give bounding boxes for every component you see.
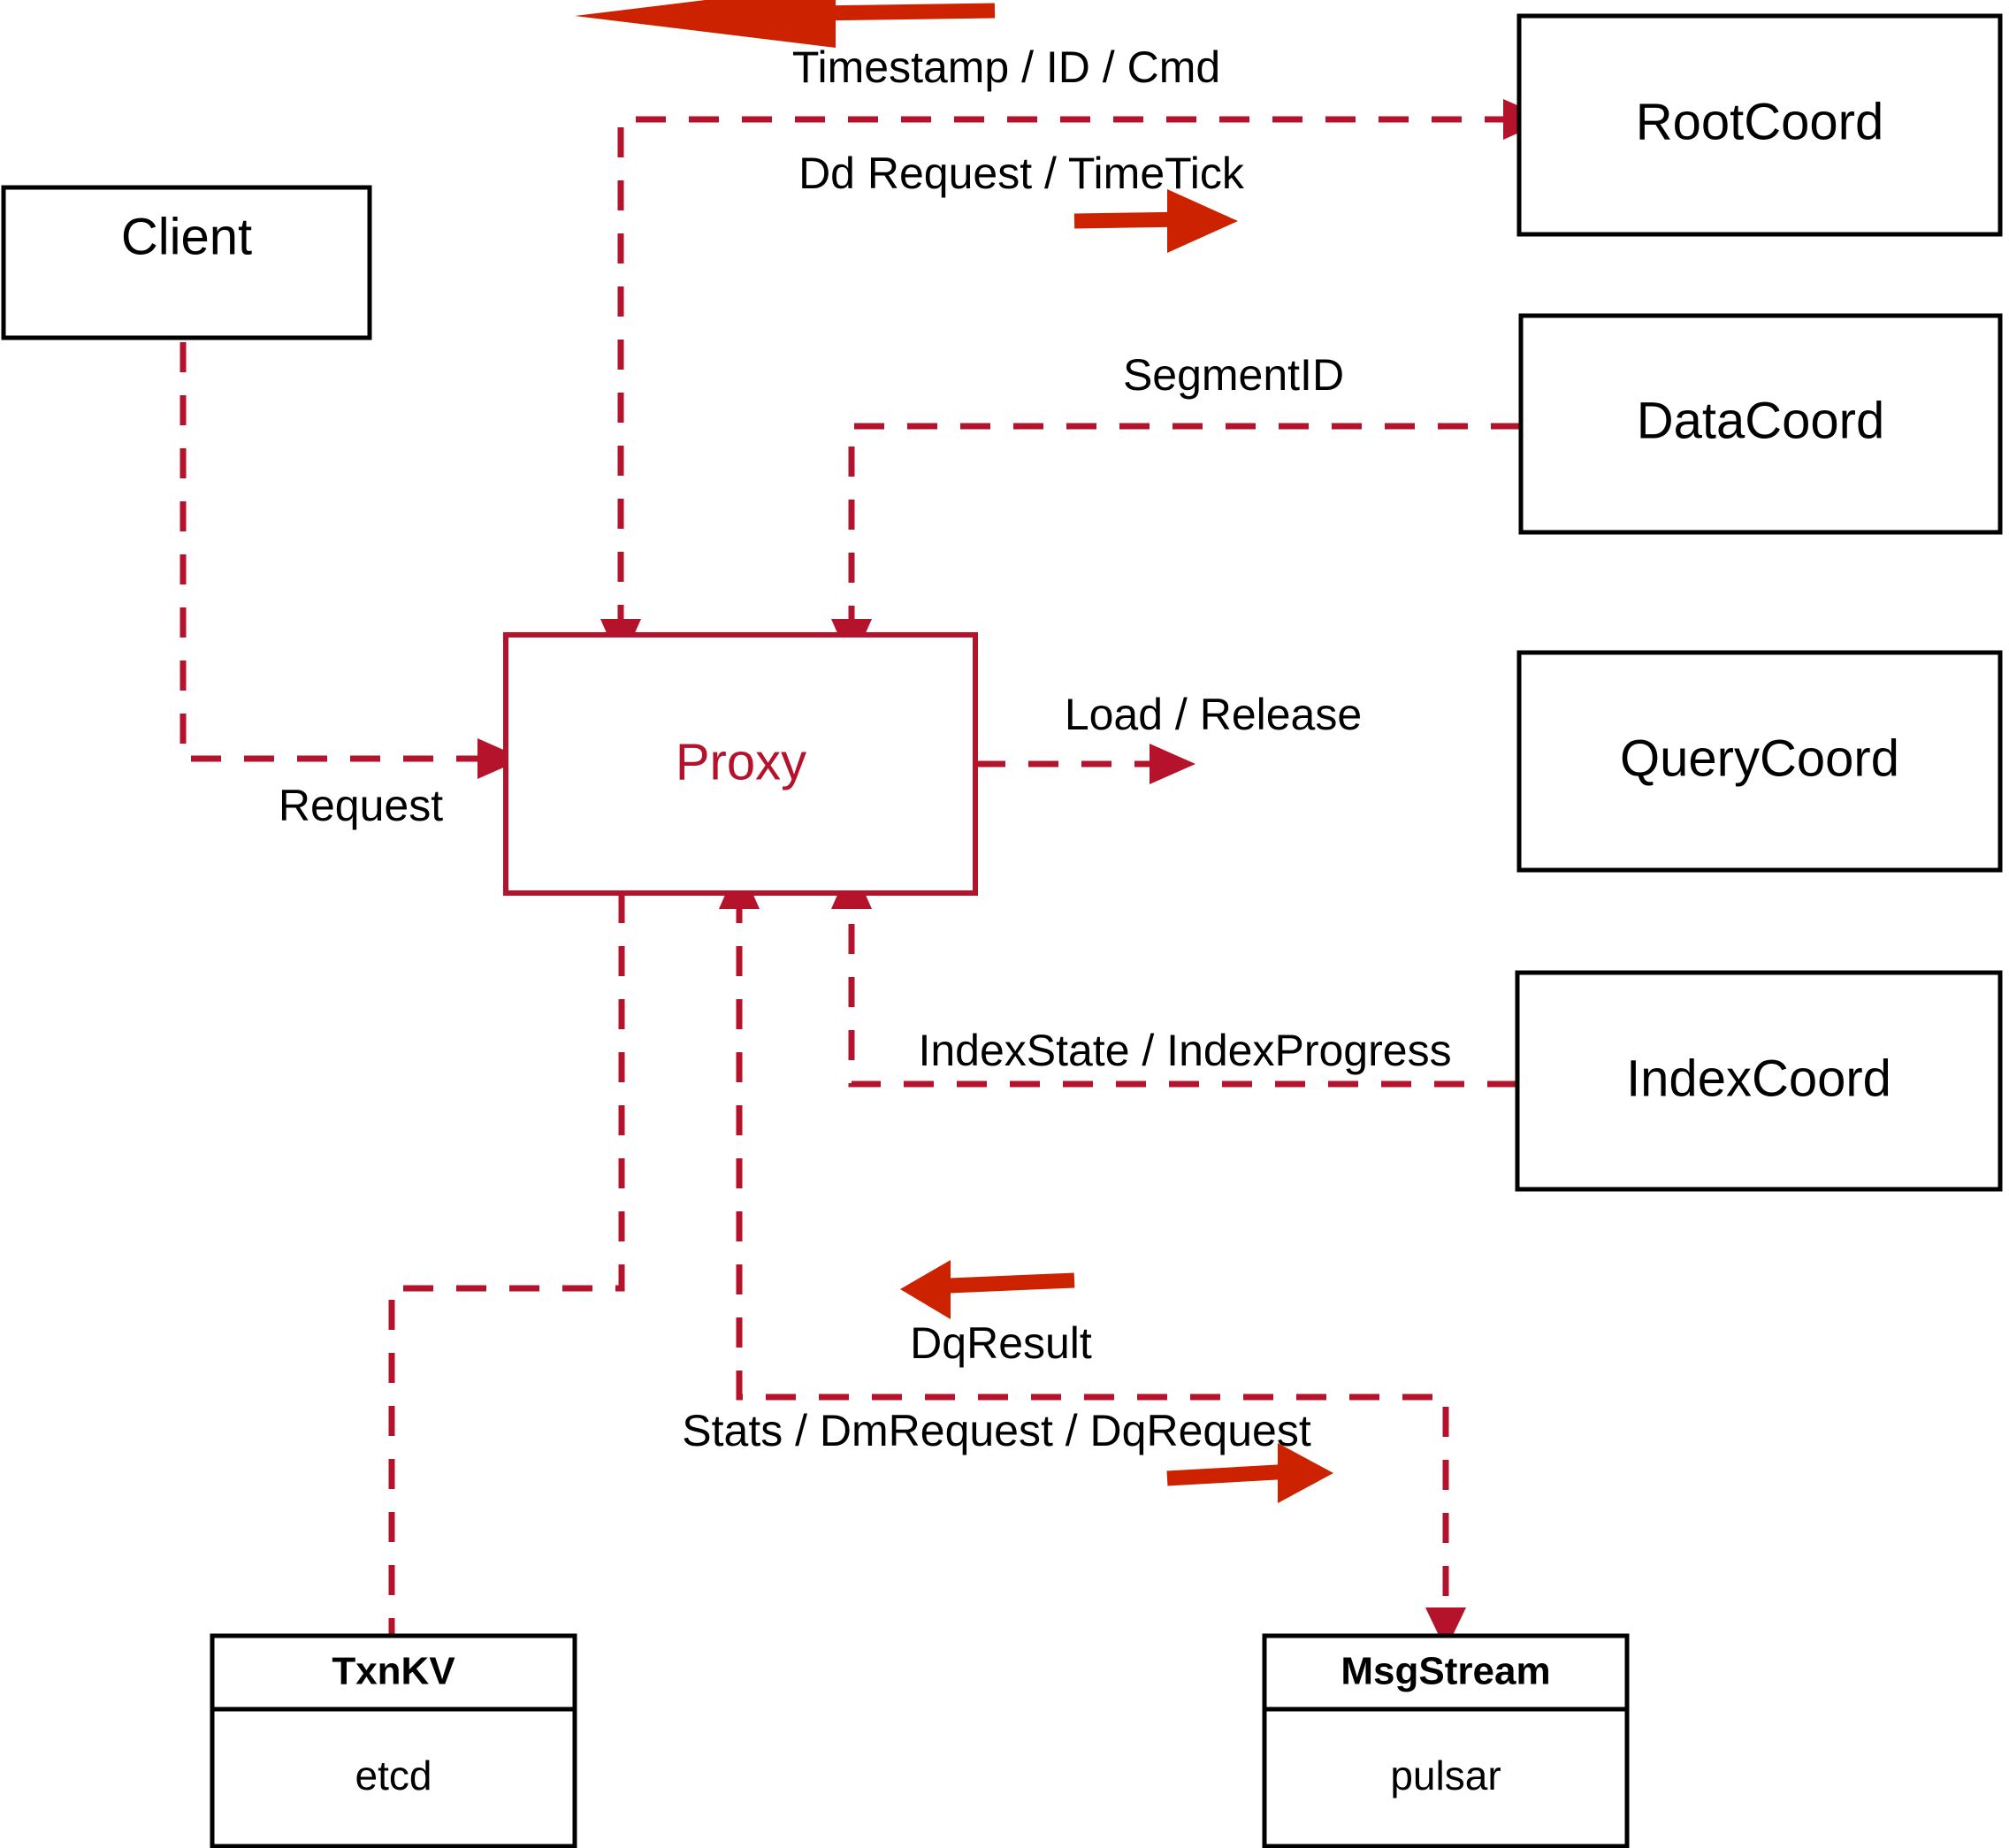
node-txnkv[interactable]: TxnKV etcd: [210, 1633, 577, 1848]
node-txnkv-box: [210, 1633, 577, 1848]
flow-arrow-timestamp-left: [575, 0, 996, 48]
edge-datacoord-proxy: [831, 423, 1521, 665]
edge-client-proxy-arrowhead-right: [477, 738, 523, 779]
edge-proxy-querycoord-arrowhead-right: [1150, 744, 1195, 784]
edge-label-querycoord: Load / Release: [1065, 690, 1362, 739]
node-proxy[interactable]: Proxy: [503, 632, 978, 896]
flow-arrow-dmrequest-shaft: [1166, 1463, 1294, 1486]
flow-arrow-dmrequest-right: [1166, 1443, 1333, 1503]
node-client-box: [1, 185, 372, 340]
node-rootcoord-label: RootCoord: [1636, 93, 1883, 150]
flow-arrow-timestamp-head: [575, 0, 836, 48]
flow-arrow-ddrequest-right: [1073, 189, 1238, 253]
edge-proxy-msgstream: [719, 863, 1466, 1650]
node-txnkv-impl: etcd: [355, 1753, 432, 1798]
node-querycoord-label: QueryCoord: [1620, 729, 1899, 787]
node-msgstream-impl: pulsar: [1390, 1753, 1501, 1798]
edge-proxy-querycoord: [975, 744, 1195, 784]
flow-arrow-dmrequest-head: [1278, 1443, 1333, 1503]
node-querycoord-box: [1516, 650, 2003, 873]
node-client-label: Client: [121, 208, 252, 265]
edge-indexcoord-proxy-line: [848, 893, 1517, 1088]
node-querycoord[interactable]: QueryCoord: [1516, 650, 2003, 873]
edge-proxy-msgstream-line: [736, 893, 1449, 1625]
node-datacoord[interactable]: DataCoord: [1518, 313, 2003, 535]
node-txnkv-title: TxnKV: [332, 1650, 455, 1693]
node-indexcoord[interactable]: IndexCoord: [1515, 970, 2003, 1192]
edge-proxy-txnkv: [388, 893, 625, 1636]
edge-proxy-rootcoord-line: [617, 116, 1503, 635]
flow-arrow-dqresult-head: [900, 1260, 951, 1319]
edge-label-msgstream-result: DqResult: [910, 1318, 1092, 1368]
edge-proxy-msgstream-arrowhead-down: [1425, 1607, 1466, 1650]
edge-label-client-request: Request: [279, 781, 443, 830]
node-msgstream-title: MsgStream: [1341, 1650, 1550, 1693]
edge-label-datacoord: SegmentID: [1123, 350, 1344, 400]
node-proxy-label: Proxy: [676, 733, 806, 790]
edge-label-rootcoord-response: Timestamp / ID / Cmd: [792, 42, 1220, 92]
node-rootcoord-box: [1516, 13, 2003, 237]
edge-proxy-txnkv-line: [388, 893, 625, 1636]
node-client[interactable]: Client: [1, 185, 372, 340]
flow-arrow-ddrequest-head: [1167, 189, 1238, 253]
node-indexcoord-label: IndexCoord: [1626, 1050, 1891, 1107]
edge-label-rootcoord-request: Dd Request / TimeTick: [798, 149, 1245, 198]
node-indexcoord-box: [1515, 970, 2003, 1192]
edge-label-msgstream-request: Stats / DmRequest / DqRequest: [682, 1406, 1311, 1455]
edge-label-indexcoord: IndexState / IndexProgress: [918, 1026, 1451, 1075]
edge-client-proxy: [180, 289, 523, 779]
node-rootcoord[interactable]: RootCoord: [1516, 13, 2003, 237]
edge-client-proxy-line: [180, 289, 477, 762]
node-datacoord-label: DataCoord: [1637, 392, 1884, 449]
flow-arrow-dqresult-shaft: [928, 1272, 1075, 1294]
flow-arrow-dqresult-left: [900, 1260, 1075, 1319]
edge-datacoord-proxy-line: [848, 423, 1521, 635]
node-proxy-box: [503, 632, 978, 896]
node-msgstream-box: [1262, 1633, 1630, 1848]
node-msgstream[interactable]: MsgStream pulsar: [1262, 1633, 1630, 1848]
node-datacoord-box: [1518, 313, 2003, 535]
